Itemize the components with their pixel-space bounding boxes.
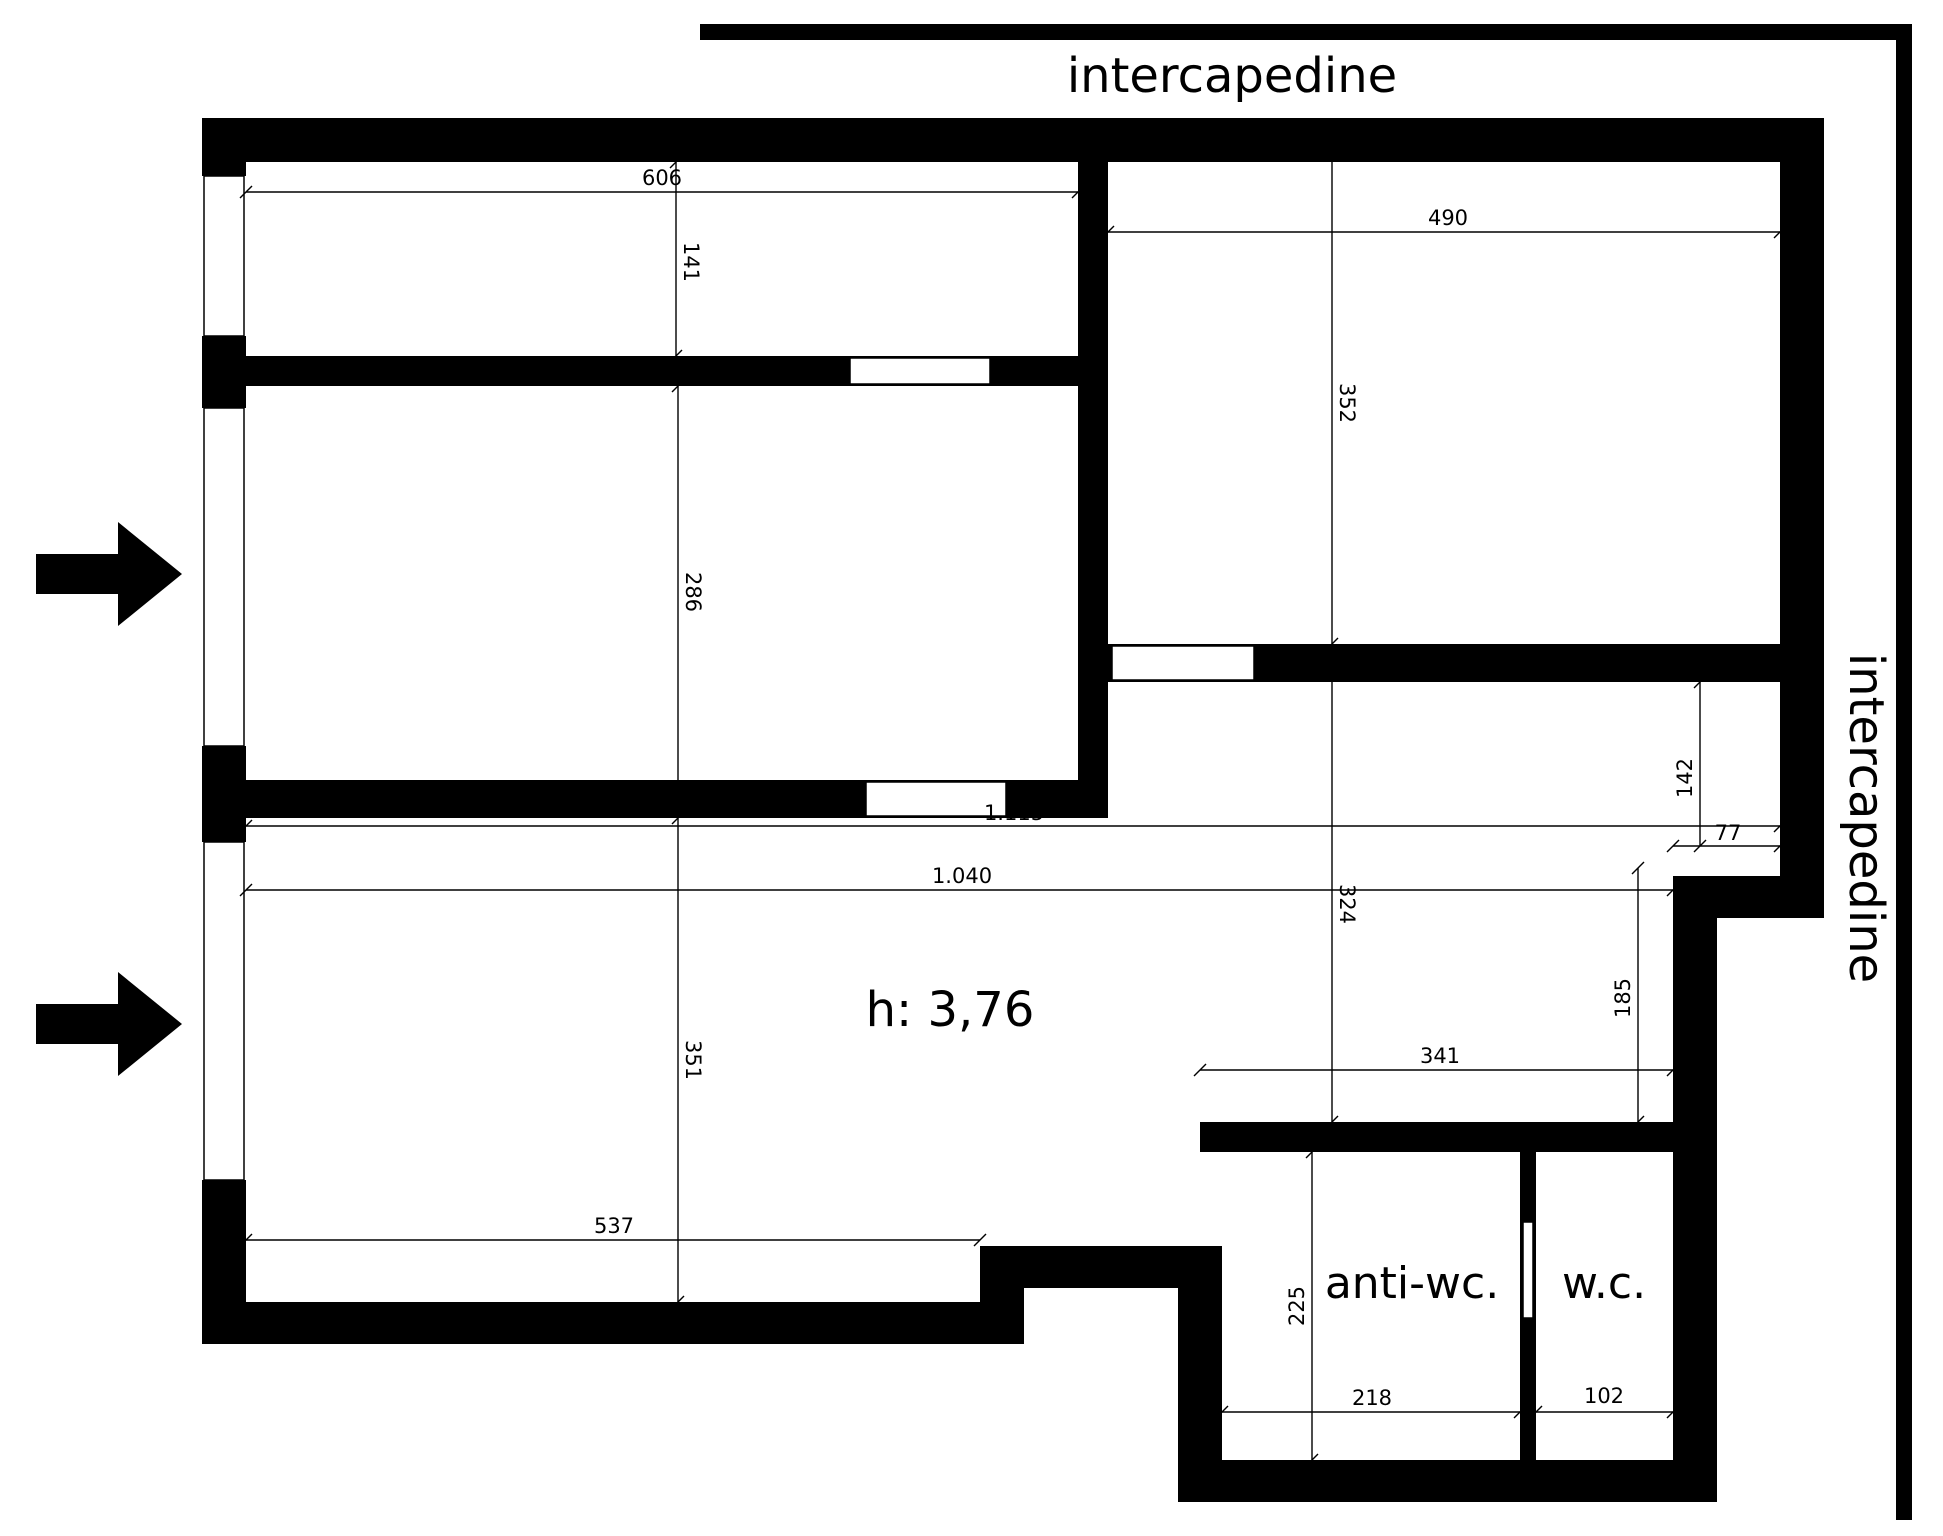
intercapedine-top-label: intercapedine bbox=[1067, 48, 1397, 104]
doors bbox=[849, 357, 1534, 1319]
dim-102: 102 bbox=[1584, 1384, 1624, 1408]
intercapedine-outline bbox=[700, 24, 1912, 1520]
dim-77: 77 bbox=[1715, 821, 1742, 845]
dim-490: 490 bbox=[1428, 206, 1468, 230]
dim-141: 141 bbox=[679, 242, 703, 282]
dim-286: 286 bbox=[681, 572, 705, 612]
window-top bbox=[203, 175, 245, 337]
door-top-right bbox=[1111, 645, 1255, 681]
dim-606: 606 bbox=[642, 166, 682, 190]
dim-218: 218 bbox=[1352, 1386, 1392, 1410]
dim-352: 352 bbox=[1335, 383, 1359, 423]
right-arrow-icon bbox=[36, 972, 182, 1076]
dim-537: 537 bbox=[594, 1214, 634, 1238]
dim-341: 341 bbox=[1420, 1044, 1460, 1068]
door-top-left bbox=[849, 357, 991, 385]
dim-1040: 1.040 bbox=[932, 864, 992, 888]
wc-label: w.c. bbox=[1562, 1258, 1646, 1309]
window-bottom bbox=[203, 841, 245, 1181]
dim-1115: 1.115 bbox=[984, 801, 1044, 825]
dim-351: 351 bbox=[681, 1040, 705, 1080]
dimension-lines bbox=[239, 155, 1787, 1467]
intercapedine-right-label: intercapedine bbox=[1838, 653, 1894, 983]
outer-walls bbox=[202, 118, 1824, 1502]
ceiling-height-label: h: 3,76 bbox=[866, 982, 1035, 1038]
dim-185: 185 bbox=[1611, 978, 1635, 1018]
left-windows bbox=[203, 175, 245, 1181]
anti-wc-label: anti-wc. bbox=[1325, 1258, 1499, 1309]
dim-324: 324 bbox=[1335, 884, 1359, 924]
dim-142: 142 bbox=[1673, 758, 1697, 798]
labels: intercapedine intercapedine h: 3,76 anti… bbox=[866, 48, 1894, 1309]
window-middle bbox=[203, 407, 245, 747]
door-wc bbox=[1522, 1221, 1534, 1319]
dimension-texts: 606 490 141 352 286 142 1.115 77 1.040 3… bbox=[594, 166, 1741, 1410]
door-mid-left bbox=[865, 781, 1007, 817]
right-arrow-icon bbox=[36, 522, 182, 626]
dim-225: 225 bbox=[1285, 1286, 1309, 1326]
